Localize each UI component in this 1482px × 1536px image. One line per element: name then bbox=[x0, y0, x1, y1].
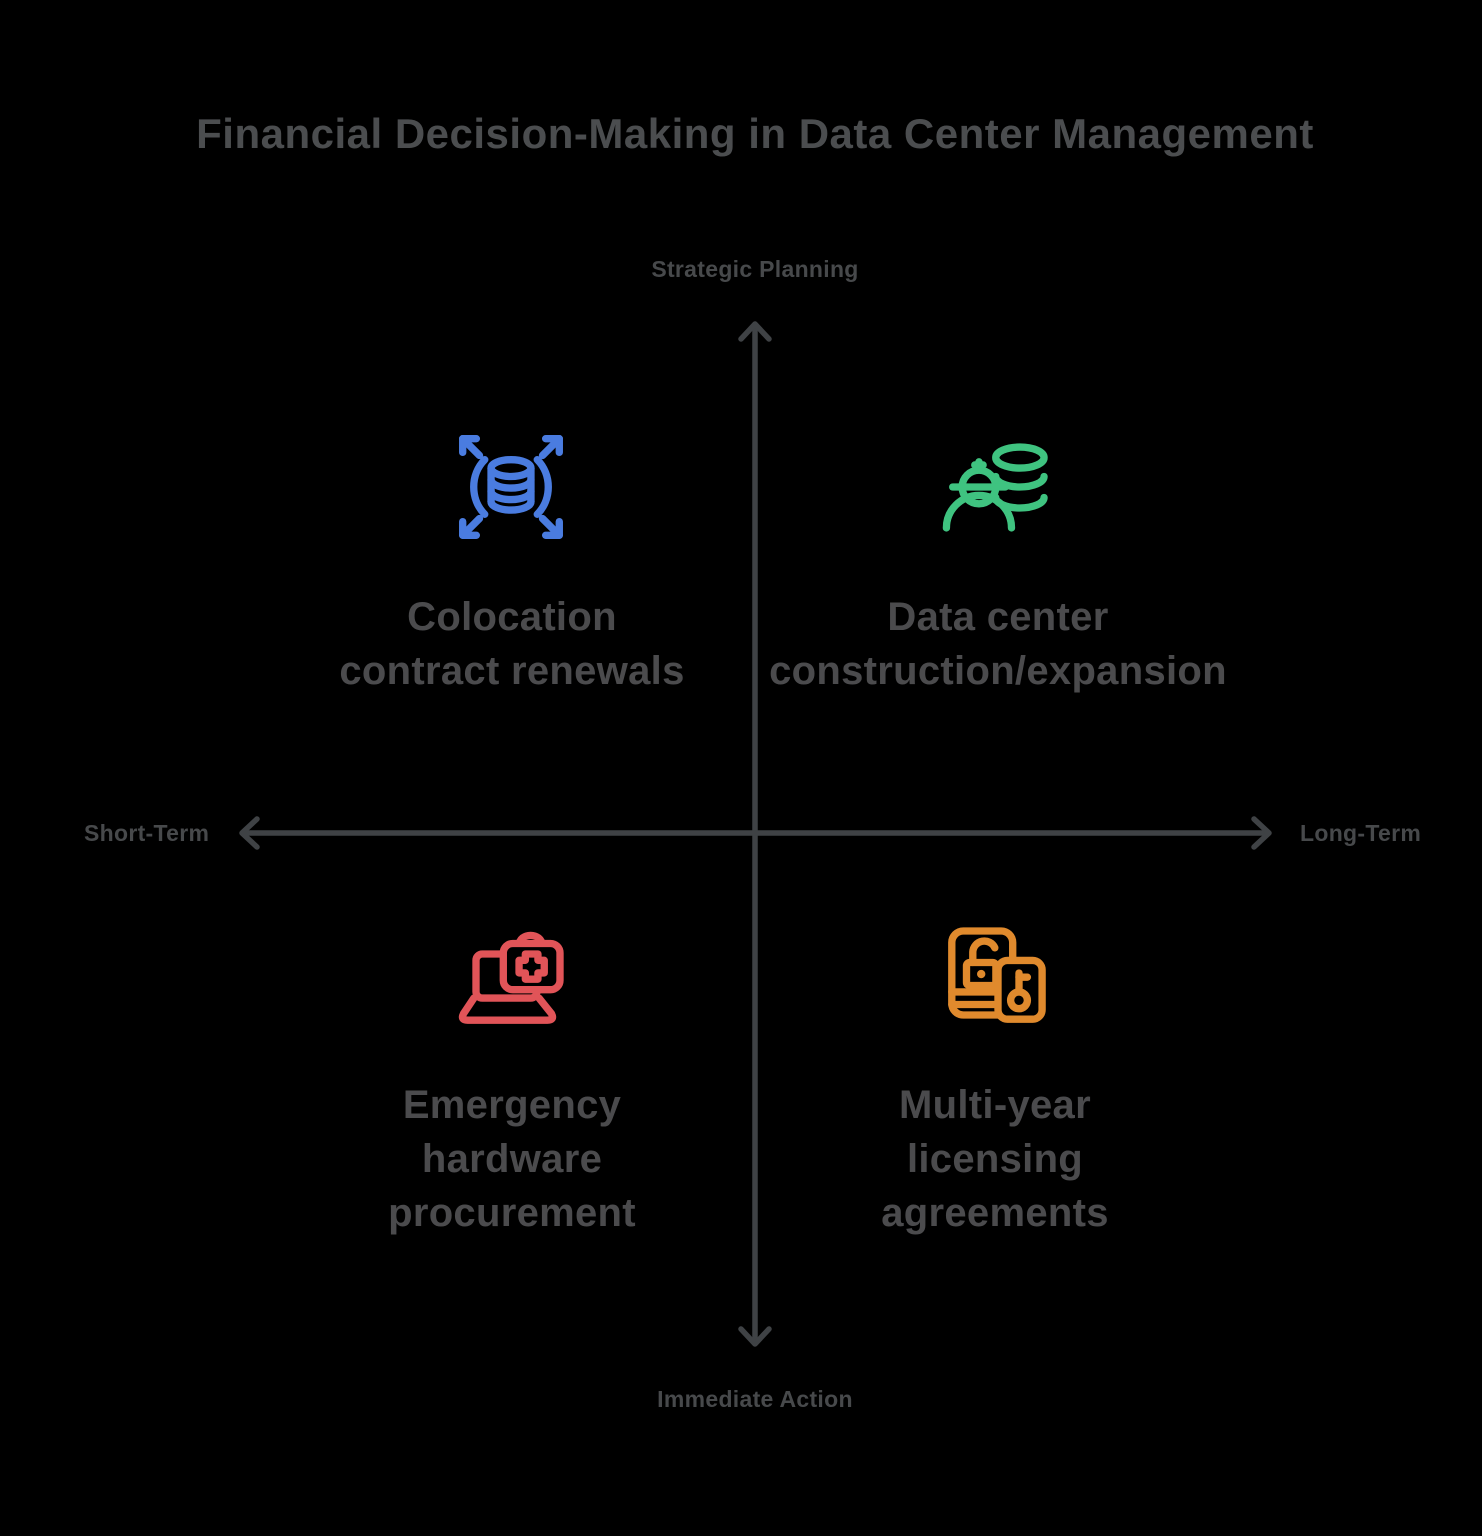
quadrant-label-line: licensing bbox=[906, 1137, 1084, 1181]
quadrant-label-line: hardware bbox=[421, 1137, 603, 1181]
quadrant-top-left-label: Colocation contract renewals bbox=[262, 590, 762, 698]
quadrant-label-line: Multi-year bbox=[899, 1083, 1091, 1127]
axis-label-long-term: Long-Term bbox=[1300, 820, 1422, 846]
quadrant-top-right-label: Data center construction/expansion bbox=[748, 590, 1248, 698]
quadrant-label-line: Data center bbox=[887, 595, 1109, 639]
license-key-documents-icon bbox=[935, 910, 1061, 1036]
arrowhead-right bbox=[1251, 816, 1272, 850]
axis-label-immediate-action: Immediate Action bbox=[657, 1386, 853, 1412]
quadrant-bottom-left-label: Emergency hardware procurement bbox=[262, 1078, 762, 1240]
emergency-laptop-icon bbox=[455, 912, 581, 1038]
quadrant-bottom-right-label: Multi-year licensing agreements bbox=[745, 1078, 1245, 1240]
quadrant-label-line: contract renewals bbox=[339, 649, 685, 693]
axis-label-short-term: Short-Term bbox=[84, 820, 210, 846]
axis-label-strategic-planning: Strategic Planning bbox=[651, 256, 859, 282]
arrowhead-down bbox=[738, 1326, 772, 1347]
quadrant-label-line: construction/expansion bbox=[769, 649, 1227, 693]
quadrant-label-line: Emergency bbox=[402, 1083, 622, 1127]
quadrant-label-line: agreements bbox=[881, 1191, 1109, 1235]
quadrant-label-line: procurement bbox=[388, 1191, 636, 1235]
quadrant-label-line: Colocation bbox=[407, 595, 617, 639]
construction-worker-database-icon bbox=[938, 424, 1064, 550]
chart-title: Financial Decision-Making in Data Center… bbox=[196, 110, 1314, 157]
arrowhead-left bbox=[239, 816, 260, 850]
database-expand-icon bbox=[448, 424, 574, 550]
arrowhead-up bbox=[738, 321, 772, 342]
